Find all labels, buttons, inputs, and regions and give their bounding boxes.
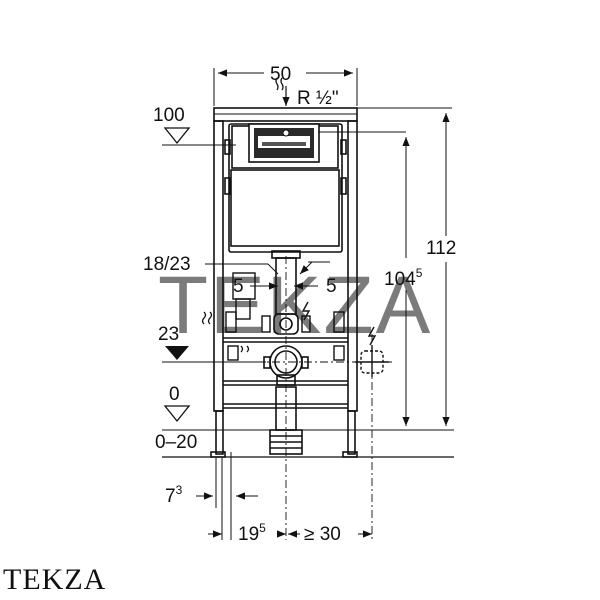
axis-offset-label: 195 <box>238 521 266 545</box>
dim-width-total: 50 <box>270 64 291 85</box>
dimension-lines <box>196 68 452 540</box>
height-frame-label: 1045 <box>384 266 423 290</box>
frame-brackets <box>225 311 345 361</box>
level-marker-top <box>163 127 191 145</box>
foot-offset-base: 7 <box>165 486 176 507</box>
floor-range-label: 0–20 <box>155 432 197 453</box>
floor-lines <box>162 144 454 458</box>
level-drain-label: 23 <box>158 324 179 345</box>
flush-plate <box>248 123 406 163</box>
level-marker-floor <box>163 405 191 423</box>
height-frame-base: 104 <box>384 269 416 290</box>
axis-offset-sup: 5 <box>259 521 266 535</box>
installation-frame <box>210 107 358 458</box>
level-top-label: 100 <box>153 105 185 126</box>
offset-right-label: 5 <box>326 276 337 297</box>
height-total-label: 112 <box>426 238 456 259</box>
brand-logo-text: TEKZA <box>3 563 107 596</box>
supply-connection-label: R ½" <box>297 88 339 109</box>
foot-offset-sup: 3 <box>176 483 183 497</box>
height-frame-sup: 5 <box>416 266 423 280</box>
watermark-text: TEKZA <box>158 260 432 351</box>
drain-range-label: 18/23 <box>143 254 191 275</box>
offset-left-label: 5 <box>233 276 244 297</box>
min-clearance-label: ≥ 30 <box>304 524 341 545</box>
supply-connection-marker <box>275 77 290 106</box>
axis-offset-base: 19 <box>238 524 259 545</box>
level-marker-drain <box>165 346 189 360</box>
centre-axis <box>208 256 392 540</box>
level-floor-label: 0 <box>169 384 180 405</box>
foot-offset-label: 73 <box>165 483 183 507</box>
